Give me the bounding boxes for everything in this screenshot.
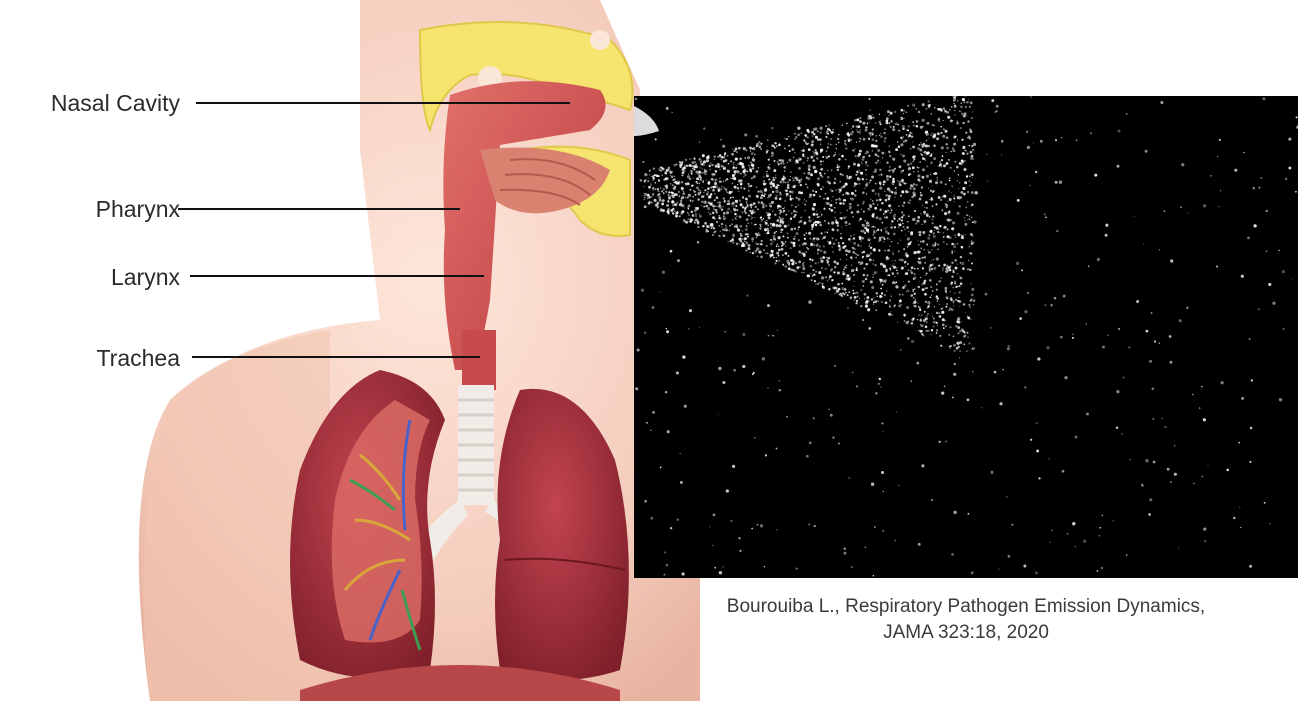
label-trachea: Trachea xyxy=(10,345,180,372)
photo-caption: Bourouiba L., Respiratory Pathogen Emiss… xyxy=(634,594,1298,646)
caption-line-1: Bourouiba L., Respiratory Pathogen Emiss… xyxy=(634,594,1298,620)
label-larynx: Larynx xyxy=(10,264,180,291)
droplet-cloud xyxy=(634,96,1298,578)
leader-line-trachea xyxy=(192,356,480,358)
leader-line-pharynx xyxy=(178,208,460,210)
leader-line-larynx xyxy=(190,275,484,277)
sneeze-droplet-photo xyxy=(634,96,1298,578)
label-nasal-cavity: Nasal Cavity xyxy=(10,90,180,117)
leader-line-nasal-cavity xyxy=(196,102,570,104)
caption-line-2: JAMA 323:18, 2020 xyxy=(634,620,1298,646)
label-pharynx: Pharynx xyxy=(10,196,180,223)
